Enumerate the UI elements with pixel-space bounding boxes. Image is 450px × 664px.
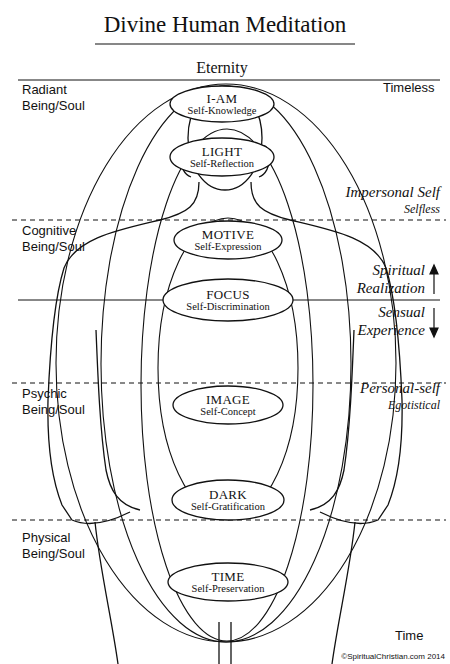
oval-heading: IMAGE xyxy=(206,393,250,406)
inner-leg-line xyxy=(218,622,219,664)
oval-subtitle: Self-Concept xyxy=(200,406,255,418)
soul-level-label: Cognitive Being/Soul xyxy=(22,223,112,255)
meditation-oval: IMAGESelf-Concept xyxy=(172,385,284,425)
meditation-oval: I-AMSelf-Knowledge xyxy=(169,85,275,123)
eternity-line xyxy=(18,80,440,81)
oval-text-block: TIMESelf-Preservation xyxy=(167,562,289,602)
meditation-oval: DARKSelf-Gratification xyxy=(171,479,285,521)
oval-subtitle: Self-Expression xyxy=(194,241,261,253)
meditation-oval: LIGHTSelf-Reflection xyxy=(169,137,275,177)
up-arrow-head xyxy=(430,265,438,274)
oval-shape xyxy=(168,563,288,601)
oval-heading: FOCUS xyxy=(206,288,249,301)
title-underline xyxy=(95,43,355,44)
arm-outline xyxy=(96,330,140,510)
oval-heading: DARK xyxy=(209,488,247,501)
time-scale-label: Time xyxy=(395,628,445,644)
down-arrow-shaft xyxy=(433,308,434,330)
oval-subtitle: Self-Discrimination xyxy=(186,301,269,313)
oval-text-block: I-AMSelf-Knowledge xyxy=(169,85,275,123)
oval-shape xyxy=(163,279,293,321)
oval-text-block: IMAGESelf-Concept xyxy=(172,385,284,425)
oval-shape xyxy=(174,221,282,259)
self-type-label: Personal-self xyxy=(300,379,440,397)
meditation-oval: TIMESelf-Preservation xyxy=(167,562,289,602)
self-type-label: Impersonal Self xyxy=(290,183,440,201)
oval-subtitle: Self-Reflection xyxy=(190,158,254,170)
leg-outline xyxy=(332,522,355,664)
oval-shape xyxy=(170,138,274,176)
self-trait-label: Egotistical xyxy=(340,398,440,412)
level-divider xyxy=(12,220,446,221)
direction-label: Sensual Experience xyxy=(330,303,425,339)
arm-outline xyxy=(310,330,354,510)
oval-subtitle: Self-Gratification xyxy=(191,501,265,513)
oval-heading: LIGHT xyxy=(202,145,243,158)
oval-subtitle: Self-Preservation xyxy=(192,583,265,595)
oval-text-block: LIGHTSelf-Reflection xyxy=(169,137,275,177)
diagram-title: Divine Human Meditation xyxy=(60,12,390,38)
direction-arrows xyxy=(430,265,438,337)
up-arrow-shaft xyxy=(433,272,434,294)
meditation-oval: MOTIVESelf-Expression xyxy=(173,220,283,260)
oval-heading: TIME xyxy=(212,570,245,583)
inner-leg-line xyxy=(230,622,231,664)
direction-label: Spiritual Realization xyxy=(330,261,425,297)
oval-heading: I-AM xyxy=(207,92,238,105)
meditation-oval: FOCUSSelf-Discrimination xyxy=(162,278,294,322)
copyright-note: ©SpiritualChristian.com 2014 xyxy=(295,652,445,662)
self-trait-label: Selfless xyxy=(350,202,440,216)
aura-ellipse xyxy=(141,129,313,641)
leg-outline xyxy=(95,522,118,664)
human-figure xyxy=(48,86,402,664)
aura-ellipse xyxy=(56,84,396,642)
soul-level-label: Radiant Being/Soul xyxy=(22,82,112,114)
soul-level-label: Psychic Being/Soul xyxy=(22,386,112,418)
oval-shape xyxy=(170,86,274,122)
oval-text-block: MOTIVESelf-Expression xyxy=(173,220,283,260)
down-arrow-head xyxy=(430,328,438,337)
oval-text-block: DARKSelf-Gratification xyxy=(171,479,285,521)
oval-shape xyxy=(172,480,284,520)
aura-ellipses xyxy=(56,84,396,642)
oval-subtitle: Self-Knowledge xyxy=(188,105,257,117)
oval-heading: MOTIVE xyxy=(202,228,254,241)
oval-text-block: FOCUSSelf-Discrimination xyxy=(162,278,294,322)
eternity-label: Eternity xyxy=(172,58,272,77)
soul-level-label: Physical Being/Soul xyxy=(22,530,112,562)
aura-ellipse xyxy=(158,218,298,518)
aura-ellipse xyxy=(101,86,351,642)
oval-shape xyxy=(173,386,283,424)
time-scale-label: Timeless xyxy=(383,80,445,96)
